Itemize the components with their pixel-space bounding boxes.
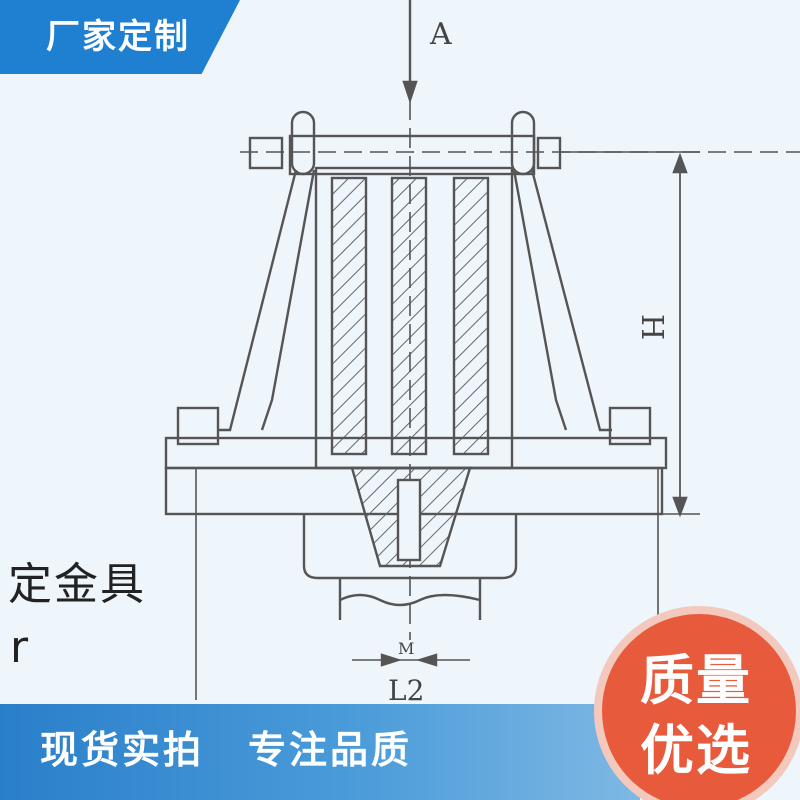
bottom-banner-right: 专注品质 [248,728,413,772]
badge-line-1: 质量 [640,649,752,712]
top-tag-label: 厂家定制 [46,17,190,57]
label-m: M [398,639,414,658]
left-arm [218,169,298,432]
conductor-2 [390,176,428,456]
bolt-head-left [248,136,284,170]
conductor-3 [452,176,490,456]
arrow-a-head [402,80,418,104]
conductor-1 [330,176,368,456]
nut-right [608,406,652,446]
nut-left [176,406,220,446]
right-arm [530,169,612,432]
right-arm-inner [512,169,568,431]
stud-bolt [396,478,422,562]
side-caption-en: r [10,622,29,673]
label-l: L2 [388,674,424,707]
left-arm-inner [260,169,316,431]
badge-line-2: 优选 [640,719,752,782]
bottom-banner-text: 现货实拍专注品质 [40,704,412,800]
label-a: A [429,17,452,52]
left-post [290,110,316,176]
bottom-banner-left: 现货实拍 [40,728,205,772]
insulator-cap [302,514,518,580]
bolt-head-right [536,136,562,170]
label-h: H [634,314,669,340]
top-tag: 厂家定制 [0,0,240,74]
right-post [510,110,536,176]
bottom-banner [0,704,640,800]
quality-badge [594,606,800,800]
side-caption-cn: 定金具 [8,559,146,610]
